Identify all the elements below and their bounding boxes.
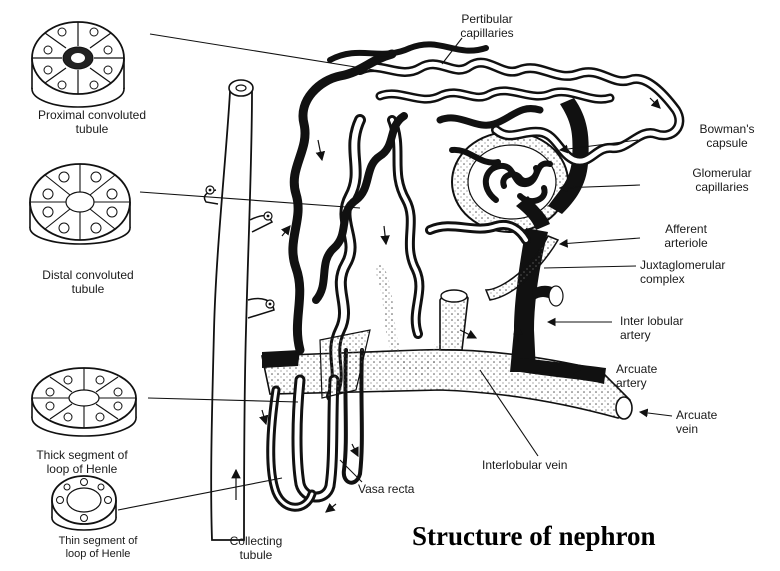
- label-line: Inter lobular: [620, 314, 683, 328]
- label-distal-convoluted-tubule: Distal convoluted tubule: [18, 268, 158, 296]
- label-line: vein: [676, 422, 717, 436]
- label-vasa-recta: Vasa recta: [358, 482, 414, 496]
- label-arcuate-artery: Arcuate artery: [616, 362, 657, 390]
- label-line: capillaries: [432, 26, 542, 40]
- label-line: Arcuate: [616, 362, 657, 376]
- label-line: artery: [620, 328, 683, 342]
- label-afferent-arteriole: Afferent arteriole: [644, 222, 728, 250]
- label-line: Afferent: [644, 222, 728, 236]
- label-line: tubule: [4, 122, 180, 136]
- label-line: loop of Henle: [14, 462, 150, 476]
- label-glomerular-capillaries: Glomerular capillaries: [670, 166, 774, 194]
- label-arcuate-vein: Arcuate vein: [676, 408, 717, 436]
- label-line: tubule: [216, 548, 296, 562]
- label-line: tubule: [18, 282, 158, 296]
- label-line: Arcuate: [676, 408, 717, 422]
- label-interlobular-vein: Interlobular vein: [482, 458, 567, 472]
- label-line: Thin segment of: [40, 535, 156, 548]
- label-line: Collecting: [216, 534, 296, 548]
- label-juxtaglomerular-complex: Juxtaglomerular complex: [640, 258, 725, 286]
- distal-tubule-cross-section: [30, 164, 130, 244]
- label-line: loop of Henle: [40, 548, 156, 561]
- label-line: Pertibular: [432, 12, 542, 26]
- label-line: Proximal convoluted: [4, 108, 180, 122]
- bowmans-capsule: [452, 132, 568, 232]
- label-line: arteriole: [644, 236, 728, 250]
- label-line: complex: [640, 272, 725, 286]
- label-interlobular-artery: Inter lobular artery: [620, 314, 683, 342]
- label-line: Interlobular vein: [482, 458, 567, 472]
- label-proximal-convoluted-tubule: Proximal convoluted tubule: [4, 108, 180, 136]
- label-thin-segment: Thin segment of loop of Henle: [40, 535, 156, 561]
- label-line: Thick segment of: [14, 448, 150, 462]
- collecting-tubule: [204, 80, 274, 540]
- label-line: Bowman's: [682, 122, 772, 136]
- label-line: Vasa recta: [358, 482, 414, 496]
- label-line: artery: [616, 376, 657, 390]
- proximal-tubule-cross-section: [32, 22, 124, 107]
- label-line: Glomerular: [670, 166, 774, 180]
- leader-lines: [118, 34, 672, 510]
- arcuate-vessels: [262, 290, 632, 419]
- label-line: capillaries: [670, 180, 774, 194]
- label-line: Juxtaglomerular: [640, 258, 725, 272]
- label-line: Distal convoluted: [18, 268, 158, 282]
- label-line: capsule: [682, 136, 772, 150]
- thick-segment-cross-section: [32, 368, 136, 436]
- label-thick-segment: Thick segment of loop of Henle: [14, 448, 150, 476]
- label-peritubular-capillaries: Pertibular capillaries: [432, 12, 542, 40]
- label-bowmans-capsule: Bowman's capsule: [682, 122, 772, 150]
- thin-segment-cross-section: [52, 476, 116, 530]
- label-collecting-tubule: Collecting tubule: [216, 534, 296, 562]
- diagram-title: Structure of nephron: [412, 521, 656, 552]
